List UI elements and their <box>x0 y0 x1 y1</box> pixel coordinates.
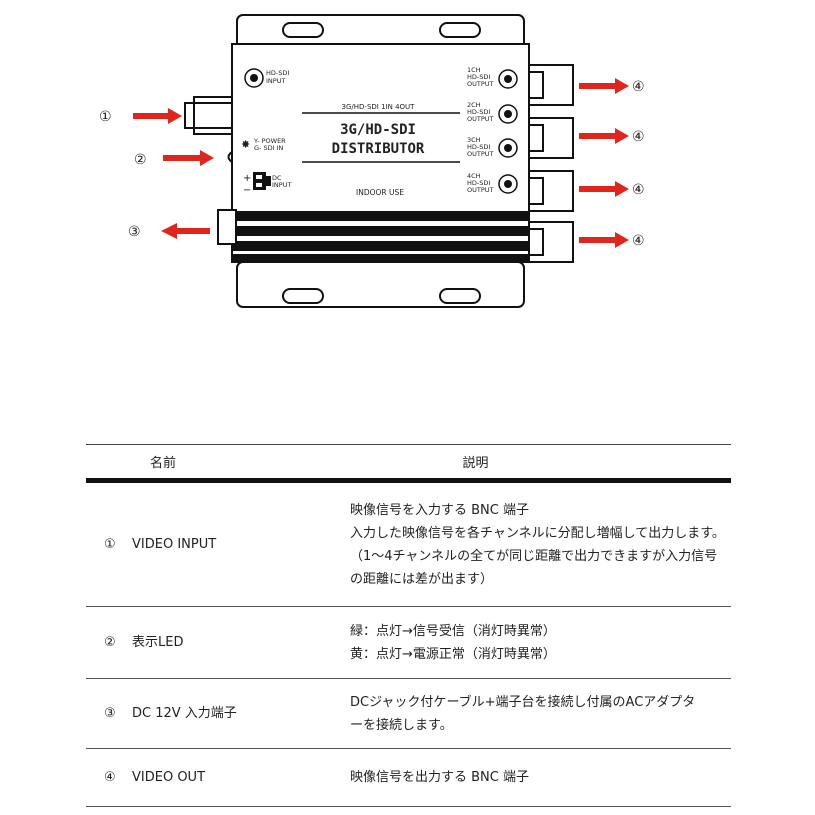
bottom-slot-left <box>282 288 324 304</box>
input-bnc-collar <box>193 96 233 135</box>
table-row: ① VIDEO INPUT 映像信号を入力する BNC 端子 入力した映像信号を各… <box>86 481 731 607</box>
svg-text:2CH: 2CH <box>467 101 481 109</box>
desc-line: （1〜4チャンネルの全てが同じ距離で出力できますが入力信号 <box>350 548 718 564</box>
arrow-output-1 <box>579 78 629 94</box>
row-desc-cell: 映像信号を出力する BNC 端子 <box>350 749 731 807</box>
row-name-cell: ④ VIDEO OUT <box>86 749 350 807</box>
device-body <box>231 43 530 263</box>
desc-line: ーを接続します。 <box>350 717 453 733</box>
dc-input-label: DC <box>272 174 282 182</box>
svg-text:−: − <box>243 185 251 196</box>
row-name-cell: ② 表示LED <box>86 607 350 679</box>
top-slot-right <box>439 22 481 38</box>
arrow-led <box>163 150 214 166</box>
output-port-2: 2CH HD-SDI OUTPUT <box>467 101 518 124</box>
desc-line: の距離には差が出ます） <box>350 571 494 587</box>
indoor-use-label: INDOOR USE <box>356 188 404 197</box>
header-desc: 説明 <box>462 456 489 471</box>
row-desc-cell: DCジャック付ケーブル+端子台を接続し付属のACアダプタ ーを接続します。 <box>350 679 731 749</box>
fin <box>233 226 528 236</box>
bottom-slot-right <box>439 288 481 304</box>
marker-4-ch1: ④ <box>632 79 645 95</box>
svg-text:OUTPUT: OUTPUT <box>467 80 494 88</box>
svg-text:4CH: 4CH <box>467 172 481 180</box>
led-label-power: Y- POWER <box>253 137 286 145</box>
marker-2: ② <box>134 152 147 168</box>
row-name: VIDEO INPUT <box>132 537 217 552</box>
fin <box>233 254 528 261</box>
svg-text:1CH: 1CH <box>467 66 481 74</box>
output-port-3: 3CH HD-SDI OUTPUT <box>467 136 518 158</box>
desc-line: 黄：点灯→電源正常（消灯時異常） <box>350 646 556 662</box>
output-connector-2 <box>528 117 574 159</box>
output-port-4: 4CH HD-SDI OUTPUT <box>467 172 518 194</box>
fin <box>233 241 528 251</box>
header-name: 名前 <box>150 456 177 471</box>
arrow-output-2 <box>579 128 629 144</box>
input-port-label: INPUT <box>266 77 285 85</box>
svg-text:+: + <box>243 173 251 184</box>
spec-table: 名前 説明 ① VIDEO INPUT 映像信号を入力する BNC 端子 入力した… <box>86 444 731 807</box>
row-marker: ② <box>104 635 116 650</box>
svg-text:HD-SDI: HD-SDI <box>467 143 490 151</box>
svg-text:OUTPUT: OUTPUT <box>467 186 494 194</box>
svg-text:HD-SDI: HD-SDI <box>467 108 490 116</box>
marker-4-ch4: ④ <box>632 233 645 249</box>
row-name: VIDEO OUT <box>132 770 206 785</box>
row-name-cell: ① VIDEO INPUT <box>86 481 350 607</box>
input-port-icon <box>244 68 264 88</box>
arrow-dc <box>161 223 210 239</box>
row-name: DC 12V 入力端子 <box>132 706 237 721</box>
desc-line: 映像信号を出力する BNC 端子 <box>350 770 529 785</box>
desc-line: 入力した映像信号を各チャンネルに分配し増幅して出力します。 <box>350 525 725 541</box>
row-name: 表示LED <box>132 635 184 650</box>
marker-4-ch3: ④ <box>632 182 645 198</box>
row-marker: ③ <box>104 706 116 721</box>
svg-text:OUTPUT: OUTPUT <box>467 115 494 123</box>
product-title-line2: DISTRIBUTOR <box>332 141 425 157</box>
fin <box>233 211 528 221</box>
top-slot-left <box>282 22 324 38</box>
arrow-output-4 <box>579 232 629 248</box>
output-connector-4 <box>528 221 574 263</box>
table-row: ④ VIDEO OUT 映像信号を出力する BNC 端子 <box>86 749 731 807</box>
output-port-1: 1CH HD-SDI OUTPUT <box>467 66 518 89</box>
svg-text:HD-SDI: HD-SDI <box>467 179 490 187</box>
spec-table-wrapper: 名前 説明 ① VIDEO INPUT 映像信号を入力する BNC 端子 入力した… <box>86 444 731 807</box>
led-label-sdi: G- SDI IN <box>254 144 283 152</box>
row-marker: ① <box>104 537 116 552</box>
arrow-output-3 <box>579 181 629 197</box>
row-name-cell: ③ DC 12V 入力端子 <box>86 679 350 749</box>
marker-4-ch2: ④ <box>632 129 645 145</box>
product-subtitle: 3G/HD-SDI 1IN 4OUT <box>342 103 416 111</box>
output-connector-3 <box>528 170 574 212</box>
desc-line: 映像信号を入力する BNC 端子 <box>350 502 529 518</box>
dc-terminal-icon: + − <box>243 172 271 196</box>
product-title-line1: 3G/HD-SDI <box>340 122 416 138</box>
device-diagram: HD-SDI INPUT ✸ Y- POWER G- SDI IN + − DC… <box>99 14 645 308</box>
input-bnc-connector <box>184 102 233 129</box>
table-row: ② 表示LED 緑：点灯→信号受信（消灯時異常） 黄：点灯→電源正常（消灯時異常） <box>86 607 731 679</box>
marker-1: ① <box>99 109 112 125</box>
desc-line: DCジャック付ケーブル+端子台を接続し付属のACアダプタ <box>350 694 696 710</box>
dc-input-label: INPUT <box>272 181 291 189</box>
desc-line: 緑：点灯→信号受信（消灯時異常） <box>350 623 556 639</box>
output-connector-1 <box>528 64 574 106</box>
svg-text:OUTPUT: OUTPUT <box>467 150 494 158</box>
table-row: ③ DC 12V 入力端子 DCジャック付ケーブル+端子台を接続し付属のACアダプ… <box>86 679 731 749</box>
table-header-row: 名前 説明 <box>86 444 731 481</box>
led-bump <box>227 151 233 163</box>
bottom-flange <box>236 261 525 308</box>
row-marker: ④ <box>104 770 116 785</box>
row-desc-cell: 映像信号を入力する BNC 端子 入力した映像信号を各チャンネルに分配し増幅して… <box>350 481 731 607</box>
row-desc-cell: 緑：点灯→信号受信（消灯時異常） 黄：点灯→電源正常（消灯時異常） <box>350 607 731 679</box>
svg-text:3CH: 3CH <box>467 136 481 144</box>
dc-cable-block <box>217 209 237 245</box>
marker-3: ③ <box>128 224 141 240</box>
arrow-input <box>133 108 182 124</box>
input-port-label: HD-SDI <box>266 69 289 77</box>
svg-text:HD-SDI: HD-SDI <box>467 73 490 81</box>
led-icon: ✸ <box>241 138 250 151</box>
